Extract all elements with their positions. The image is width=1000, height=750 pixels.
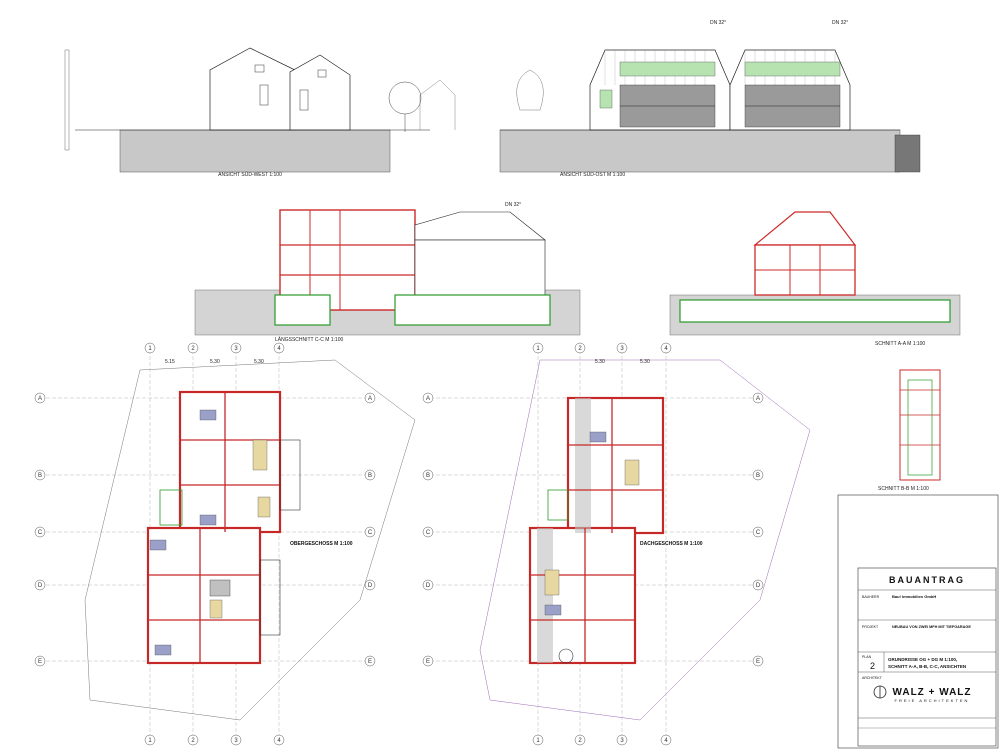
grid-label: 1 — [148, 738, 152, 744]
roof-pitch-label: DN 32° — [710, 20, 726, 26]
grid-label: 3 — [234, 346, 238, 352]
grid-label: E — [426, 659, 430, 665]
grid-label: A — [368, 396, 372, 402]
view-caption: LÄNGSSCHNITT C-C M 1:100 — [275, 336, 343, 343]
grid-label: 3 — [620, 346, 624, 352]
grid-label: E — [756, 659, 760, 665]
grid-label: 3 — [234, 738, 238, 744]
dimension-label: 5.15 — [165, 359, 175, 365]
section-cc: DN 32° LÄNGSSCHNITT C-C M 1:100 — [194, 202, 581, 343]
section-bb: SCHNITT B-B M 1:100 — [878, 369, 941, 492]
grid-label: B — [368, 473, 372, 479]
grid-label: 2 — [578, 346, 582, 352]
grid-label: D — [426, 583, 431, 589]
grid-label: 1 — [148, 346, 152, 352]
grid-label: D — [756, 583, 761, 589]
projekt-label: PROJEKT — [862, 625, 879, 629]
plan-number: 2 — [870, 661, 875, 671]
plan-title: SCHNITT A-A, B-B, C-C, ANSICHTEN — [888, 664, 966, 669]
grid-label: E — [38, 659, 42, 665]
plan-caption: OBERGESCHOSS M 1:100 — [290, 541, 353, 547]
architect-logo-text: WALZ + WALZ — [892, 687, 971, 698]
grid-label: C — [368, 530, 373, 536]
grid-label: 4 — [664, 346, 668, 352]
elevation-southeast: DN 32° DN 32° ANSICHT SÜD-OST M 1:100 — [499, 20, 921, 178]
grid-label: 1 — [536, 738, 540, 744]
dimension-label: 5.30 — [254, 359, 264, 365]
grid-label: C — [38, 530, 43, 536]
grid-label: D — [368, 583, 373, 589]
title-block: BAUANTRAG BAUHERR Bau! Immobilien GmbH P… — [837, 494, 999, 749]
grid-label: 1 — [536, 346, 540, 352]
grid-axes: A B C D E A B C D E A B C D E A B C D E … — [34, 342, 764, 746]
roof-pitch-label: DN 32° — [832, 20, 848, 26]
grid-label: A — [38, 396, 42, 402]
grid-label: C — [756, 530, 761, 536]
plan-caption: DACHGESCHOSS M 1:100 — [640, 541, 703, 547]
submission-heading: BAUANTRAG — [889, 575, 965, 585]
bauherr-label: BAUHERR — [862, 595, 880, 599]
dimension-label: 5.30 — [210, 359, 220, 365]
grid-label: 2 — [578, 738, 582, 744]
projekt-title: NEUBAU VON ZWEI MFH MIT TIEFGARAGE — [892, 625, 971, 629]
grid-label: D — [38, 583, 43, 589]
dimension-label: 5.30 — [595, 359, 605, 365]
grid-label: 3 — [620, 738, 624, 744]
roof-pitch-label: DN 32° — [505, 202, 521, 208]
grid-label: 4 — [664, 738, 668, 744]
view-caption: SCHNITT B-B M 1:100 — [878, 486, 929, 492]
elevation-southwest: ANSICHT SÜD-WEST 1:100 — [64, 47, 456, 178]
view-caption: ANSICHT SÜD-OST M 1:100 — [560, 171, 625, 178]
dimension-label: 5.30 — [640, 359, 650, 365]
bauherr-name: Bau! Immobilien GmbH — [892, 594, 936, 599]
view-caption: ANSICHT SÜD-WEST 1:100 — [218, 171, 282, 178]
grid-label: E — [368, 659, 372, 665]
architect-logo: WALZ + WALZ FREIE ARCHITEKTEN — [873, 685, 971, 703]
grid-label: 2 — [191, 346, 195, 352]
floorplan-dachgeschoss: DACHGESCHOSS M 1:100 — [430, 350, 811, 740]
floorplan-obergeschoss: OBERGESCHOSS M 1:100 — [40, 350, 416, 740]
grid-label: C — [426, 530, 431, 536]
grid-label: B — [756, 473, 760, 479]
grid-label: A — [426, 396, 430, 402]
plan-label: PLAN — [862, 655, 872, 659]
grid-label: A — [756, 396, 760, 402]
grid-label: 2 — [191, 738, 195, 744]
grid-label: B — [426, 473, 430, 479]
grid-label: 4 — [277, 738, 281, 744]
grid-label: 4 — [277, 346, 281, 352]
architekt-label: ARCHITEKT — [862, 676, 883, 680]
plan-title: GRUNDRISSE OG + DG M 1:100, — [888, 657, 957, 662]
architect-logo-subtitle: FREIE ARCHITEKTEN — [895, 698, 970, 703]
view-caption: SCHNITT A-A M 1:100 — [875, 341, 925, 347]
grid-label: B — [38, 473, 42, 479]
section-aa: SCHNITT A-A M 1:100 — [669, 211, 961, 347]
